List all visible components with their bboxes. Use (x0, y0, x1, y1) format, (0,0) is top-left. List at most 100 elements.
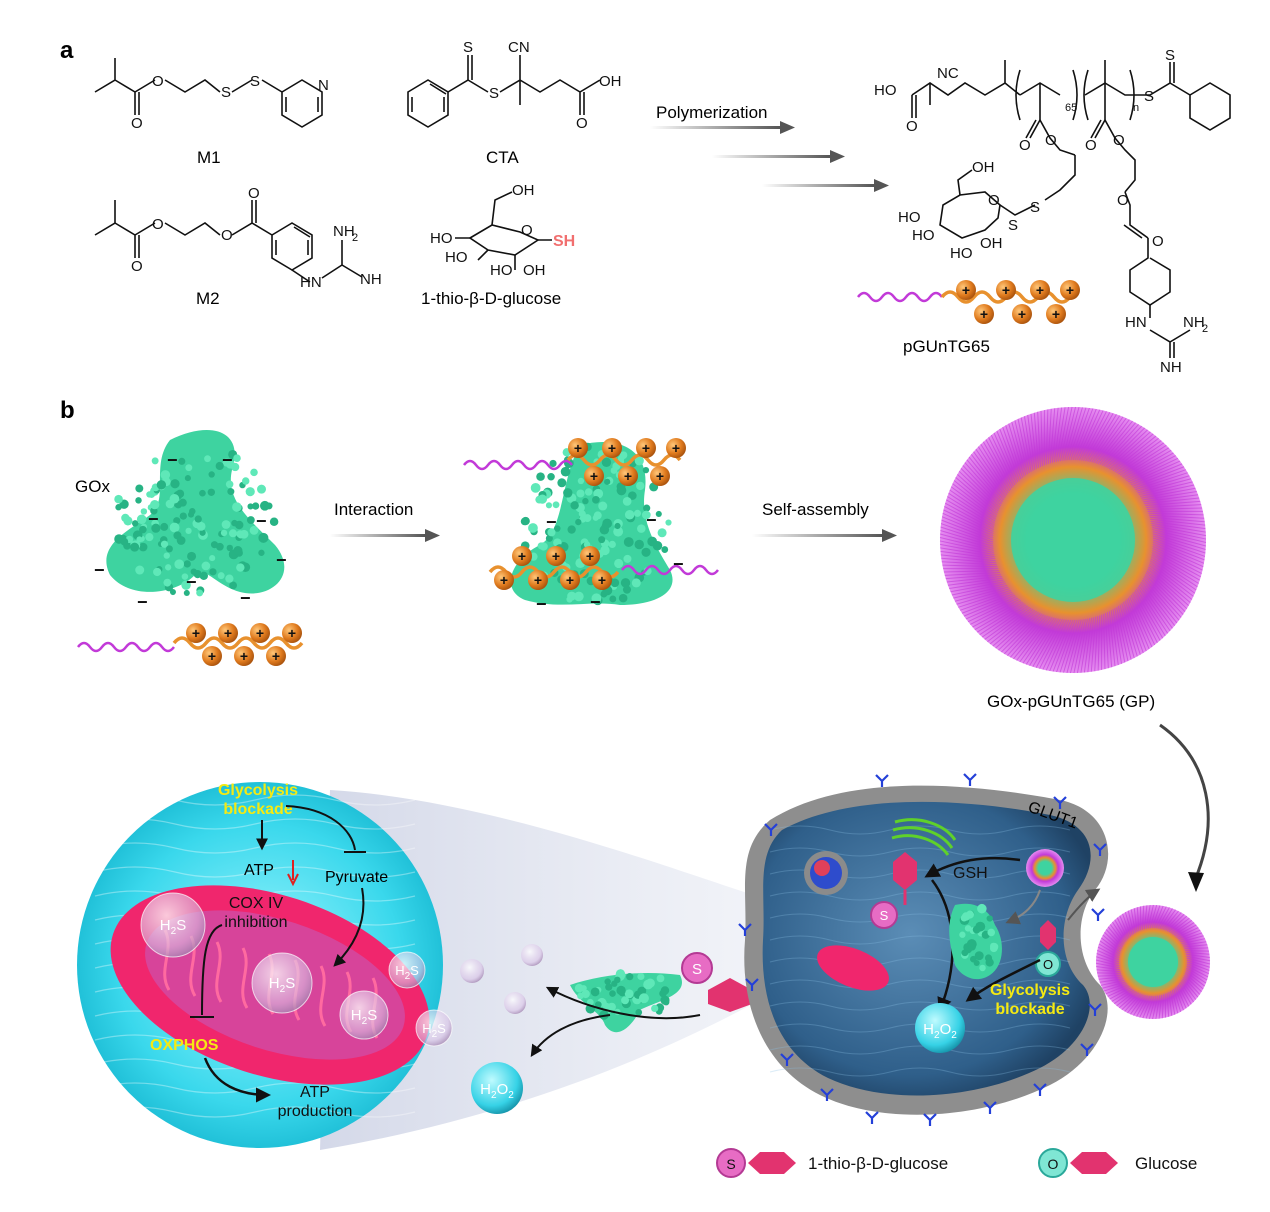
svg-text:blockade: blockade (223, 801, 292, 818)
glut1-icon (1091, 908, 1105, 921)
atp-label: ATP (244, 862, 274, 879)
h2s-bubble (140, 892, 206, 958)
svg-text:S: S (1008, 217, 1018, 234)
m1-structure (94, 58, 323, 128)
plus-sign: + (256, 625, 264, 641)
cta-atoms: S S CN OH O (463, 39, 622, 132)
gp-near-cell (1095, 904, 1211, 1020)
svg-text:−: − (256, 511, 267, 531)
svg-text:O: O (988, 192, 1000, 209)
plus-sign: + (586, 548, 594, 564)
m2-label: M2 (196, 289, 220, 308)
nucleus (804, 851, 848, 895)
svg-text:COX IV: COX IV (229, 895, 284, 912)
positive-charge-ball (584, 466, 604, 486)
h2s-label: H2S (160, 917, 186, 937)
svg-text:S: S (463, 39, 473, 56)
self-assembly-label: Self-assembly (762, 500, 869, 519)
legend-glucose: O Glucose (1038, 1148, 1197, 1178)
polymer-structure (911, 60, 1231, 358)
arrow-to-h2o2 (530, 1014, 611, 1058)
positive-charge-ball (580, 546, 600, 566)
svg-text:−: − (240, 588, 251, 608)
positive-charge-ball (186, 623, 206, 643)
svg-text:1-thio-β-D-glucose: 1-thio-β-D-glucose (808, 1154, 948, 1173)
svg-text:NH: NH (1183, 314, 1205, 331)
cancer-cell (744, 785, 1109, 1115)
m2-atoms: O O O O HN NH 2 NH (131, 185, 382, 291)
svg-text:N: N (318, 77, 329, 94)
svg-text:NC: NC (937, 65, 959, 82)
positive-charge-ball (512, 546, 532, 566)
arrow-glucose-h2o2 (965, 958, 1041, 1002)
h2s-label: H2S (422, 1021, 446, 1040)
positive-charge-ball (956, 280, 976, 300)
svg-text:O: O (521, 222, 533, 239)
svg-text:H2O2: H2O2 (923, 1021, 957, 1041)
svg-text:Glycolysis: Glycolysis (218, 782, 298, 799)
pyruvate-label: Pyruvate (325, 869, 388, 886)
polymer-atoms: HO O NC 65 n S S O O O O O O S S O OH HO… (874, 47, 1208, 376)
positive-charge-ball (494, 570, 514, 590)
glut1-transporters (738, 773, 1107, 1126)
positive-charge-ball (250, 623, 270, 643)
arrow-entry (1067, 888, 1101, 921)
svg-text:O: O (576, 115, 588, 132)
glut1-icon (875, 774, 889, 787)
svg-text:−: − (276, 550, 287, 570)
svg-text:O: O (131, 115, 143, 132)
glut1-icon (923, 1113, 937, 1126)
cox-iv-inhibition: COX IV inhibition (224, 895, 287, 931)
svg-text:−: − (186, 572, 197, 592)
plus-sign: + (1002, 282, 1010, 298)
positive-charge-ball (666, 438, 686, 458)
positive-charge-ball (1030, 280, 1050, 300)
oxphos-label: OXPHOS (150, 1037, 219, 1054)
svg-text:S: S (221, 84, 231, 101)
svg-text:S: S (1165, 47, 1175, 64)
glut1-icon (738, 923, 752, 936)
plus-sign: + (288, 625, 296, 641)
glut1-icon (963, 773, 977, 786)
svg-text:−: − (546, 512, 557, 532)
zoom-glycolysis-blockade: Glycolysis blockade (218, 782, 298, 818)
svg-text:−: − (137, 592, 148, 612)
svg-text:HO: HO (874, 82, 897, 99)
plus-sign: + (518, 548, 526, 564)
svg-text:O: O (1085, 137, 1097, 154)
h2s-bubble (339, 990, 389, 1040)
svg-text:S: S (1030, 199, 1040, 216)
svg-text:ATP: ATP (300, 1084, 330, 1101)
positive-charge-ball (636, 438, 656, 458)
inhibit-pyruvate (285, 805, 356, 851)
svg-text:HN: HN (1125, 314, 1147, 331)
polymerization-label: Polymerization (656, 103, 768, 122)
polymer-schematic-a: +++++++ (857, 280, 1080, 324)
svg-text:S: S (1144, 88, 1154, 105)
positive-charge-ball (650, 466, 670, 486)
svg-text:HO: HO (950, 245, 973, 262)
plus-sign: + (500, 572, 508, 588)
positive-charge-ball (266, 646, 286, 666)
svg-text:−: − (167, 450, 178, 470)
plus-sign: + (672, 440, 680, 456)
interaction-label: Interaction (334, 500, 413, 519)
polymerization-arrows (650, 121, 889, 192)
plus-sign: + (962, 282, 970, 298)
svg-text:HN: HN (300, 274, 322, 291)
plus-sign: + (642, 440, 650, 456)
gox-complex: ++++++++++++++ (463, 438, 719, 606)
svg-text:HO: HO (898, 209, 921, 226)
m1-label: M1 (197, 148, 221, 167)
svg-text:−: − (536, 594, 547, 614)
glut1-icon (1080, 1043, 1094, 1056)
svg-text:O: O (221, 227, 233, 244)
h2s-label: H2S (395, 963, 419, 982)
inhibit-oxphos (201, 924, 223, 1016)
positive-charge-ball (1046, 304, 1066, 324)
glut1-icon (1088, 1003, 1102, 1016)
plus-sign: + (590, 468, 598, 484)
zoom-cone (320, 790, 770, 1150)
